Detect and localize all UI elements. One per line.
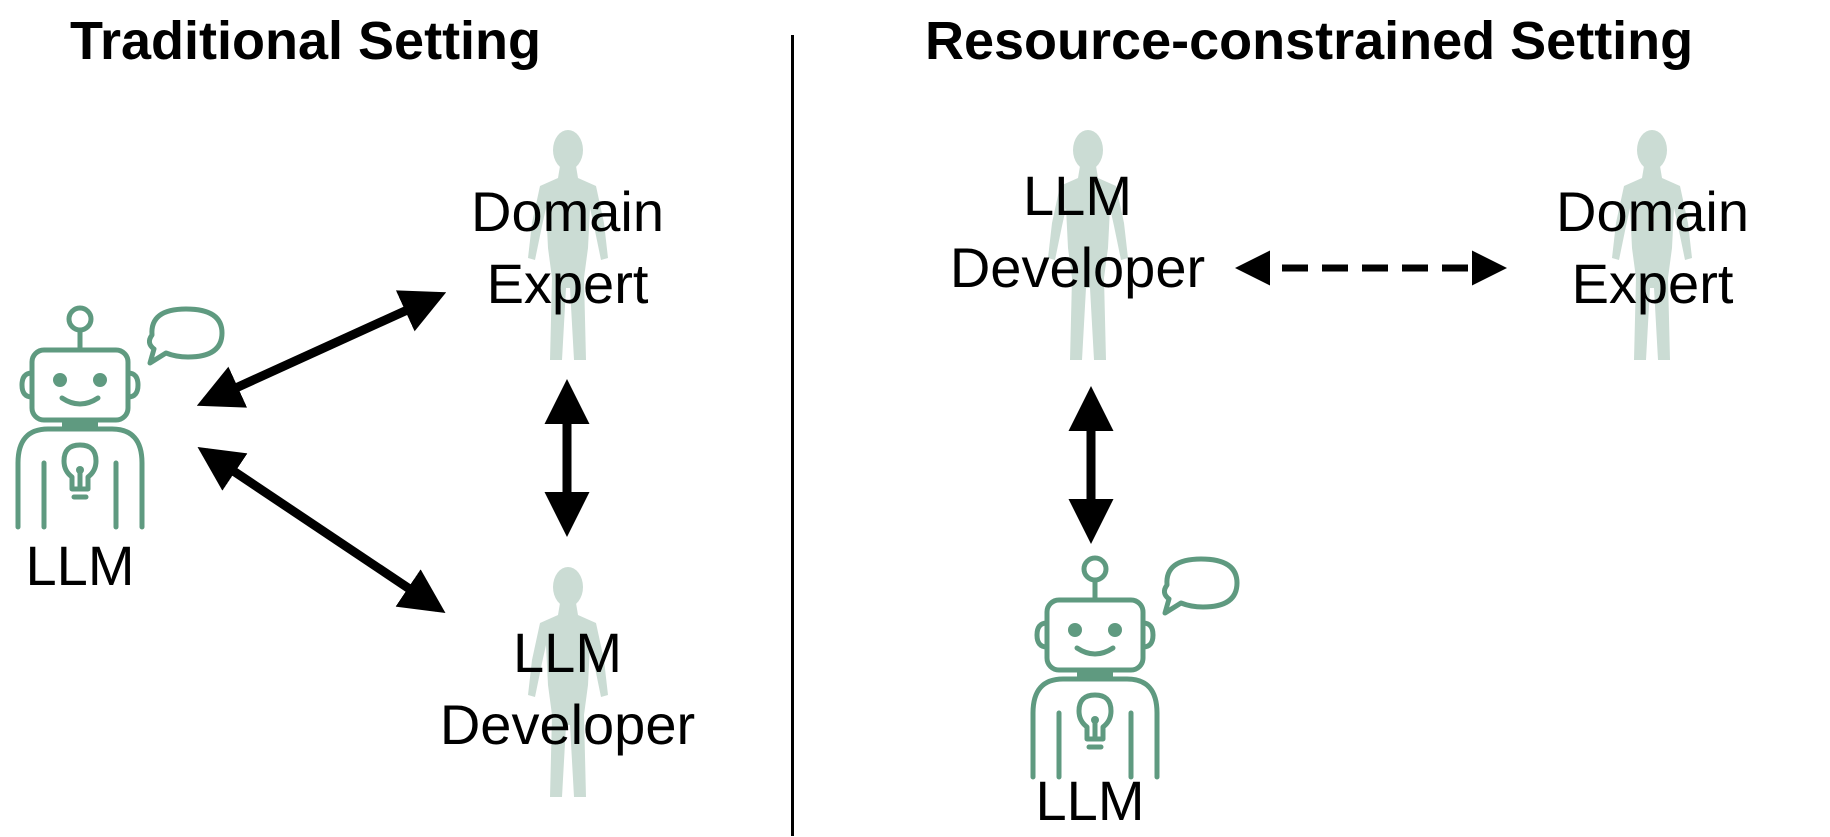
left-panel-title: Traditional Setting [70,11,542,71]
domain-expert-label-right: Domain Expert [1525,176,1780,320]
llm-developer-person-icon-right [1048,130,1128,360]
llm-robot-icon [15,305,225,530]
arrow-llm-domain-expert [196,290,447,408]
domain-expert-label-line1: Domain [471,180,664,243]
panel-divider [791,35,794,836]
llm-developer-label-right: LLM Developer [920,160,1235,304]
llm-robot-icon-right [1030,555,1240,780]
llm-developer-label-line1: LLM [513,621,622,684]
llm-developer-person-icon [528,567,608,797]
llm-developer-label-right-line1: LLM [1023,164,1132,227]
domain-expert-label: Domain Expert [440,176,695,320]
domain-expert-label-line2: Expert [486,252,649,315]
domain-expert-person-icon [528,130,608,360]
domain-expert-person-icon-right [1612,130,1692,360]
arrow-llm-llm-developer [197,446,446,614]
domain-expert-label-right-line1: Domain [1556,180,1749,243]
llm-developer-label: LLM Developer [410,617,725,761]
llm-label-right: LLM [1035,769,1145,832]
domain-expert-label-right-line2: Expert [1571,252,1734,315]
right-panel-title: Resource-constrained Setting [925,11,1694,71]
llm-developer-label-line2: Developer [439,693,696,756]
llm-label: LLM [25,534,135,597]
llm-developer-label-right-line2: Developer [949,236,1206,299]
